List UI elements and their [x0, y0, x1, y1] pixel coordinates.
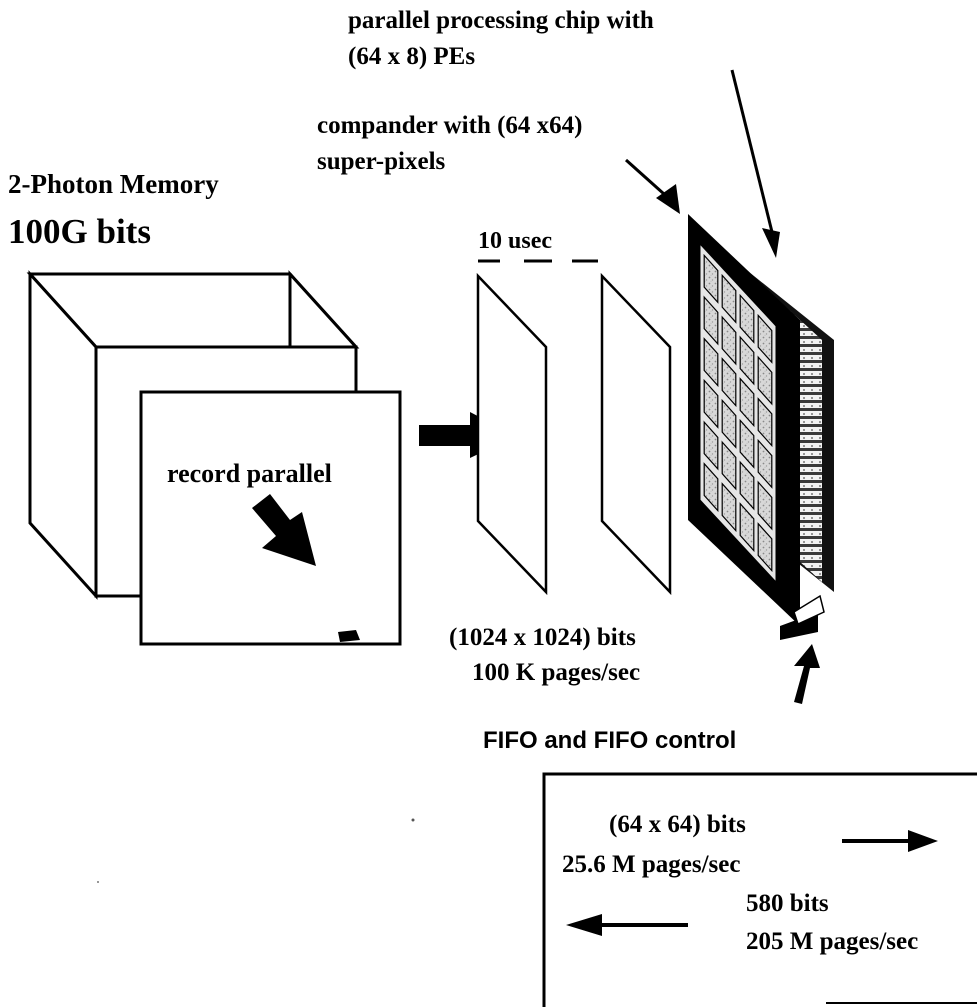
super-pixel-cell — [757, 522, 773, 573]
superpixel-rate-label: 25.6 M pages/sec — [562, 851, 740, 878]
inbound-arrow — [566, 914, 688, 936]
super-pixel-cell — [757, 438, 773, 489]
super-pixel-cell — [757, 313, 773, 364]
page-size-label: (1024 x 1024) bits — [449, 624, 636, 651]
super-pixel-cell — [721, 440, 737, 491]
super-pixel-cell — [757, 397, 773, 448]
output-bits-label: 580 bits — [746, 890, 829, 917]
super-pixel-cell — [721, 315, 737, 366]
super-pixel-cell — [703, 295, 719, 346]
processing-chip-stack — [688, 214, 834, 640]
chip-pointer-arrow — [730, 69, 780, 258]
superpixel-bits-label: (64 x 64) bits — [609, 811, 746, 838]
super-pixel-cell — [739, 460, 755, 511]
speck — [97, 881, 99, 883]
super-pixel-cell — [739, 335, 755, 386]
super-pixel-cell — [703, 253, 719, 304]
compander-label-line1: compander with (64 x64) — [317, 112, 583, 139]
super-pixel-cell — [703, 420, 719, 471]
super-pixel-cell — [721, 482, 737, 533]
fifo-label: FIFO and FIFO control — [483, 727, 736, 754]
speck — [411, 818, 415, 822]
memory-title: 2-Photon Memory — [8, 169, 219, 199]
fifo-pointer-arrow — [794, 644, 820, 704]
chip-label-line2: (64 x 8) PEs — [348, 43, 475, 70]
super-pixel-cell — [703, 378, 719, 429]
record-direction-arrow — [252, 494, 316, 566]
super-pixel-cell — [739, 377, 755, 428]
super-pixel-cell — [703, 462, 719, 513]
outbound-arrow — [842, 830, 938, 852]
page-rate-label: 100 K pages/sec — [472, 659, 640, 686]
compander-label-line2: super-pixels — [317, 148, 446, 175]
super-pixel-cell — [703, 337, 719, 388]
super-pixel-cell — [721, 273, 737, 324]
super-pixel-cell — [721, 357, 737, 408]
record-label: record parallel — [167, 459, 332, 488]
data-page-1 — [476, 272, 548, 596]
output-box — [542, 772, 977, 1007]
data-page-2 — [600, 272, 672, 596]
chip-label-line1: parallel processing chip with — [348, 7, 654, 34]
super-pixel-cell — [739, 502, 755, 553]
memory-capacity: 100G bits — [8, 212, 151, 251]
compander-pointer-arrow — [624, 158, 680, 214]
super-pixel-cell — [721, 398, 737, 449]
output-rate-label: 205 M pages/sec — [746, 928, 918, 955]
super-pixel-cell — [757, 480, 773, 531]
super-pixel-cell — [739, 418, 755, 469]
timing-label: 10 usec — [478, 228, 552, 254]
super-pixel-cell — [757, 355, 773, 406]
super-pixel-cell — [739, 293, 755, 344]
